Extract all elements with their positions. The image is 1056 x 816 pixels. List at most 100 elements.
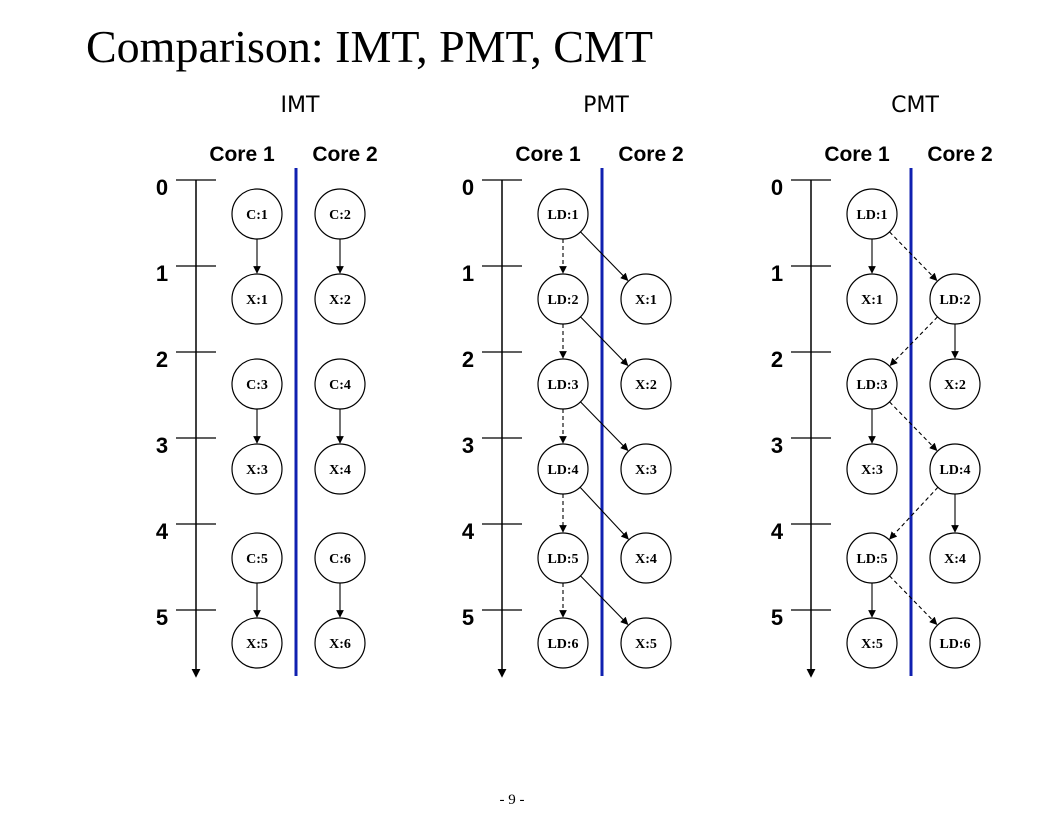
task-node: LD:5 — [846, 532, 898, 584]
task-node-circle — [846, 358, 898, 410]
task-node-circle — [537, 443, 589, 495]
task-node: X:3 — [231, 443, 283, 495]
panel-title-imt: IMT — [281, 93, 320, 118]
task-node-label: X:3 — [861, 463, 883, 478]
task-node-circle — [537, 617, 589, 669]
task-node: LD:3 — [537, 358, 589, 410]
task-node-circle — [846, 273, 898, 325]
task-node-circle — [846, 617, 898, 669]
task-node-circle — [231, 617, 283, 669]
edge-solid — [580, 575, 629, 625]
task-node-label: C:4 — [329, 378, 351, 393]
tick-label: 1 — [156, 261, 168, 286]
task-node-label: LD:2 — [939, 293, 970, 308]
task-node-label: X:3 — [246, 463, 268, 478]
task-node-circle — [537, 358, 589, 410]
edge-dashed — [889, 575, 938, 625]
slide-title: Comparison: IMT, PMT, CMT — [86, 21, 653, 72]
task-node-circle — [231, 532, 283, 584]
task-node-label: LD:1 — [856, 208, 887, 223]
task-node-label: LD:3 — [547, 378, 578, 393]
task-node: X:5 — [620, 617, 672, 669]
task-node: LD:3 — [846, 358, 898, 410]
page-number: - 9 - — [500, 792, 525, 808]
task-node-label: X:2 — [635, 378, 657, 393]
tick-label: 5 — [156, 605, 168, 630]
task-node: LD:2 — [929, 273, 981, 325]
task-node-label: X:5 — [246, 637, 268, 652]
task-node-circle — [314, 358, 366, 410]
task-node-label: X:4 — [329, 463, 351, 478]
tick-label: 4 — [462, 519, 475, 544]
task-node-circle — [314, 443, 366, 495]
tick-label: 1 — [462, 261, 474, 286]
task-node: X:6 — [314, 617, 366, 669]
task-node-circle — [929, 358, 981, 410]
tick-label: 3 — [771, 433, 783, 458]
tick-label: 2 — [156, 347, 168, 372]
task-node-circle — [314, 617, 366, 669]
task-node: X:1 — [620, 273, 672, 325]
task-node-circle — [537, 273, 589, 325]
task-node-circle — [314, 532, 366, 584]
task-node-label: LD:6 — [939, 637, 970, 652]
task-node: C:3 — [231, 358, 283, 410]
edge-solid — [580, 401, 629, 451]
task-node-circle — [231, 273, 283, 325]
task-node: C:6 — [314, 532, 366, 584]
task-node: X:4 — [620, 532, 672, 584]
task-node: LD:1 — [846, 188, 898, 240]
task-node-circle — [231, 188, 283, 240]
task-node-circle — [620, 532, 672, 584]
core2-label: Core 2 — [618, 143, 683, 166]
task-node-circle — [537, 532, 589, 584]
task-node: LD:6 — [929, 617, 981, 669]
task-node: X:1 — [846, 273, 898, 325]
task-node-circle — [314, 273, 366, 325]
task-node-label: X:2 — [944, 378, 966, 393]
tick-label: 0 — [156, 175, 168, 200]
task-node-circle — [846, 532, 898, 584]
tick-label: 1 — [771, 261, 783, 286]
task-node-label: LD:1 — [547, 208, 578, 223]
task-node-circle — [231, 358, 283, 410]
core1-label: Core 1 — [209, 143, 275, 166]
task-node-label: X:6 — [329, 637, 351, 652]
core1-label: Core 1 — [515, 143, 581, 166]
task-node: X:3 — [620, 443, 672, 495]
tick-label: 2 — [771, 347, 783, 372]
task-node-label: C:6 — [329, 552, 351, 567]
task-node-label: LD:5 — [856, 552, 887, 567]
task-node-label: X:1 — [635, 293, 657, 308]
task-node-label: X:1 — [246, 293, 268, 308]
task-node-circle — [929, 617, 981, 669]
tick-label: 3 — [156, 433, 168, 458]
task-node-label: X:4 — [944, 552, 966, 567]
task-node: X:5 — [231, 617, 283, 669]
task-node: C:4 — [314, 358, 366, 410]
task-node: X:4 — [314, 443, 366, 495]
task-node-label: C:2 — [329, 208, 351, 223]
edge-solid — [580, 231, 629, 281]
tick-label: 0 — [771, 175, 783, 200]
task-node-label: X:2 — [329, 293, 351, 308]
task-node-label: LD:3 — [856, 378, 887, 393]
tick-label: 4 — [771, 519, 784, 544]
task-node: X:3 — [846, 443, 898, 495]
core2-label: Core 2 — [927, 143, 992, 166]
tick-label: 4 — [156, 519, 169, 544]
tick-label: 3 — [462, 433, 474, 458]
task-node-circle — [929, 532, 981, 584]
panel-title-pmt: PMT — [583, 93, 629, 118]
edge-dashed — [889, 486, 939, 540]
task-node: X:4 — [929, 532, 981, 584]
task-node-label: LD:4 — [939, 463, 970, 478]
task-node-label: LD:2 — [547, 293, 578, 308]
task-node-circle — [314, 188, 366, 240]
task-node: C:1 — [231, 188, 283, 240]
task-node-circle — [846, 188, 898, 240]
